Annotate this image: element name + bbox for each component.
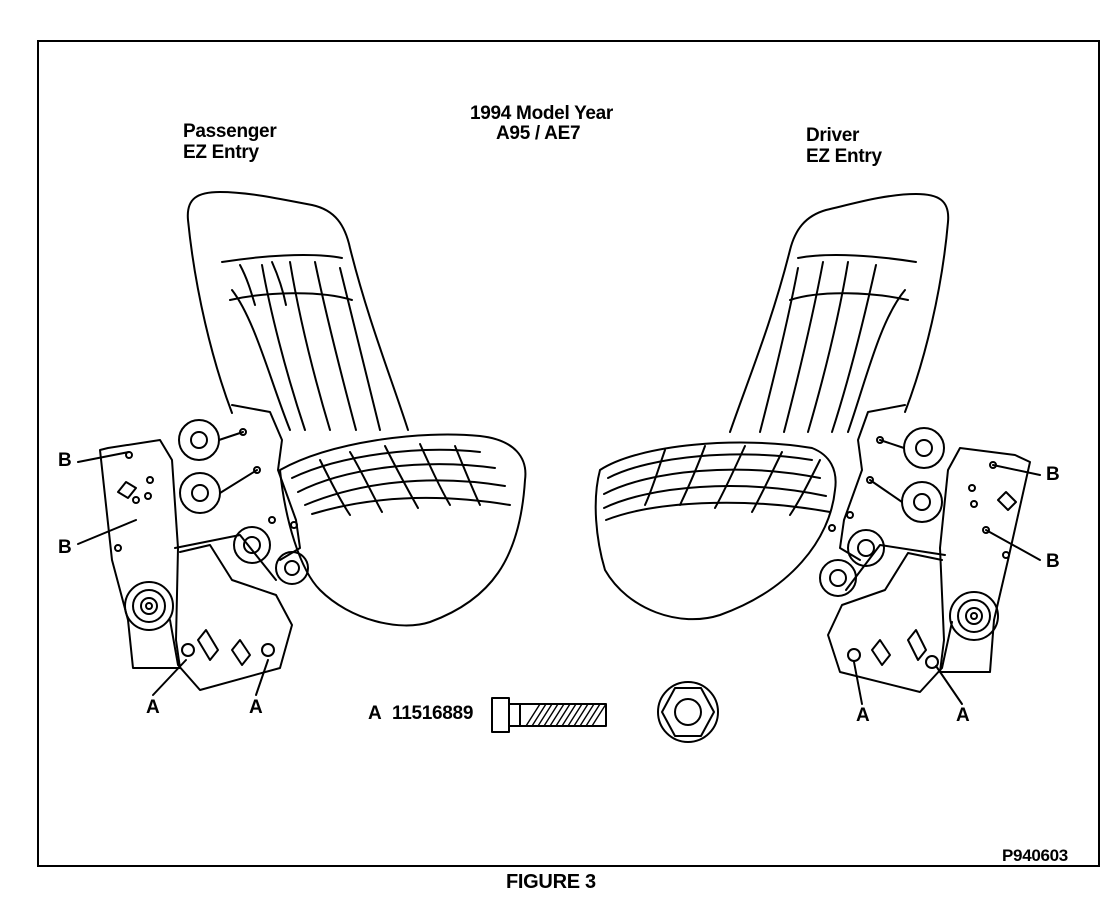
passenger-label: Passenger (183, 121, 277, 142)
passenger-ez-entry-label: EZ Entry (183, 142, 259, 163)
title-option-codes: A95 / AE7 (496, 123, 581, 144)
figure-code: P940603 (1002, 846, 1068, 865)
nut-drawing (657, 681, 719, 743)
part-number: 11516889 (392, 703, 474, 724)
part-letter: A (368, 703, 382, 724)
figure-caption: FIGURE 3 (506, 871, 596, 893)
driver-seat-drawing (594, 193, 1041, 705)
bolt-drawing (491, 697, 607, 733)
title-model-year: 1994 Model Year (470, 103, 614, 124)
driver-label: Driver (806, 125, 860, 146)
callout-a-right-1: A (856, 705, 870, 726)
driver-ez-entry-label: EZ Entry (806, 146, 882, 167)
callout-b-right-upper: B (1046, 464, 1060, 485)
callout-b-left-upper: B (58, 450, 72, 471)
callout-b-right-lower: B (1046, 551, 1060, 572)
callout-a-left-2: A (249, 697, 263, 718)
figure-frame (37, 40, 1100, 867)
passenger-seat-drawing (77, 191, 527, 696)
callout-a-right-2: A (956, 705, 970, 726)
callout-a-left-1: A (146, 697, 160, 718)
callout-b-left-lower: B (58, 537, 72, 558)
